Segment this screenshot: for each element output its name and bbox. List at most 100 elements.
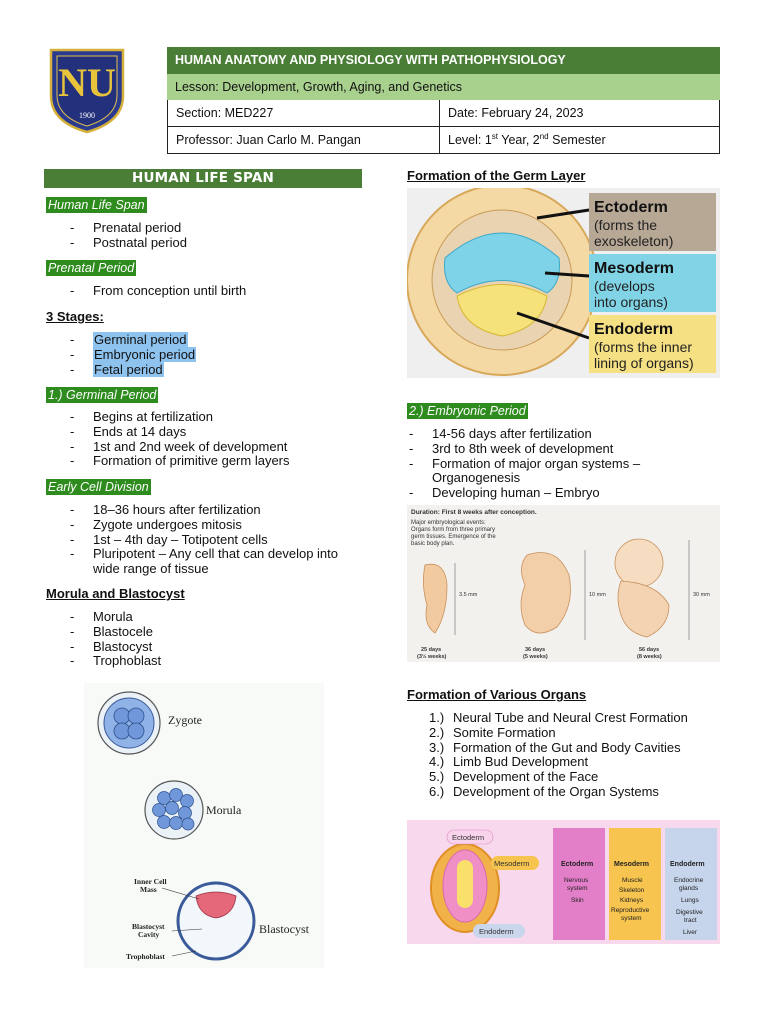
svg-text:(forms the inner: (forms the inner [594, 339, 692, 355]
svg-text:3.5 mm: 3.5 mm [459, 592, 478, 598]
svg-text:Mesoderm: Mesoderm [494, 859, 529, 868]
bullet-list: Begins at fertilization Ends at 14 days … [46, 409, 290, 469]
svg-text:Reproductive: Reproductive [611, 907, 650, 914]
list-item: Trophoblast [46, 654, 161, 669]
level-cell: Level: 1st Year, 2nd Semester [448, 131, 606, 147]
svg-text:(3½ weeks): (3½ weeks) [417, 653, 447, 660]
svg-text:Mesoderm: Mesoderm [614, 861, 649, 868]
svg-text:(forms the: (forms the [594, 217, 657, 233]
svg-text:Organs form from three primary: Organs form from three primary [411, 527, 495, 533]
svg-text:Muscle: Muscle [622, 877, 643, 884]
list-item: 1.)Neural Tube and Neural Crest Formatio… [429, 710, 688, 725]
list-item: 1st and 2nd week of development [46, 439, 290, 455]
list-item: Blastocyst [46, 639, 161, 655]
list-item: 1st – 4th day – Totipotent cells [46, 532, 338, 548]
section-cell: Section: MED227 [168, 100, 440, 126]
subheading-tag: 1.) Germinal Period [46, 387, 159, 403]
list-item: Pluripotent – Any cell that can develop … [46, 547, 338, 562]
svg-text:25 days: 25 days [421, 647, 441, 653]
list-item: Ends at 14 days [46, 424, 290, 440]
svg-text:Endocrine: Endocrine [674, 877, 704, 884]
svg-text:(8 weeks): (8 weeks) [637, 654, 662, 660]
svg-text:Major embryological events:: Major embryological events: [411, 520, 486, 526]
list-item-continued: Organogenesis [432, 470, 521, 486]
svg-text:30 mm: 30 mm [693, 592, 710, 598]
bullet-list: 14-56 days after fertilization 3rd to 8t… [385, 426, 723, 501]
list-item: 14-56 days after fertilization [385, 426, 723, 442]
svg-text:Morula: Morula [206, 803, 242, 817]
zygote-morula-blastocyst-diagram: Zygote Morula Blastocyst Inner Cell Mass… [84, 683, 324, 968]
professor-cell: Professor: Juan Carlo M. Pangan [168, 127, 440, 153]
list-item: Formation of major organ systems – [385, 456, 723, 472]
organs-heading: Formation of Various Organs [407, 687, 587, 702]
svg-text:lining of organs): lining of organs) [594, 355, 694, 371]
svg-text:Endoderm: Endoderm [594, 321, 673, 338]
subheading-tag: Human Life Span [46, 197, 147, 213]
svg-text:Kidneys: Kidneys [620, 897, 644, 904]
bullet-list: Germinal period Embryonic period Fetal p… [46, 332, 197, 378]
svg-text:germ tissues. Emergence of the: germ tissues. Emergence of the [411, 534, 496, 540]
list-item: From conception until birth [46, 283, 246, 299]
list-item: Zygote undergoes mitosis [46, 517, 338, 533]
svg-text:system: system [621, 915, 642, 922]
university-logo-crest: NU 1900 [49, 48, 125, 134]
bullet-list: Prenatal period Postnatal period [46, 220, 187, 251]
bullet-list: Morula Blastocele Blastocyst Trophoblast [46, 609, 161, 669]
svg-text:basic body plan.: basic body plan. [411, 541, 455, 547]
svg-text:Nervous: Nervous [564, 877, 589, 884]
svg-text:exoskeleton): exoskeleton) [594, 233, 673, 249]
svg-text:Ectoderm: Ectoderm [452, 833, 484, 842]
svg-text:Mesoderm: Mesoderm [594, 260, 674, 277]
lesson-title: Lesson: Development, Growth, Aging, and … [167, 74, 720, 100]
list-item: Begins at fertilization [46, 409, 290, 425]
svg-text:Ectoderm: Ectoderm [594, 199, 668, 216]
list-item: 5.)Development of the Face [429, 769, 599, 785]
list-item-continued: wide range of tissue [93, 561, 209, 577]
svg-text:36 days: 36 days [525, 647, 545, 653]
list-item: Prenatal period [46, 220, 187, 236]
list-item: 18–36 hours after fertilization [46, 502, 338, 518]
svg-text:into organs): into organs) [594, 294, 668, 310]
svg-text:Endoderm: Endoderm [479, 927, 514, 936]
bullet-list: 18–36 hours after fertilization Zygote u… [46, 502, 338, 577]
course-title: HUMAN ANATOMY AND PHYSIOLOGY WITH PATHOP… [167, 47, 720, 74]
svg-text:Liver: Liver [683, 929, 698, 936]
subheading-tag: Early Cell Division [46, 479, 151, 495]
list-item: Blastocele [46, 624, 161, 640]
svg-text:10 mm: 10 mm [589, 592, 606, 598]
svg-text:glands: glands [679, 885, 699, 892]
svg-text:1900: 1900 [79, 111, 95, 120]
germ-layer-diagram: Ectoderm (forms the exoskeleton) Mesoder… [407, 188, 720, 378]
list-item: Formation of primitive germ layers [46, 454, 290, 469]
svg-text:Mass: Mass [140, 885, 157, 894]
svg-text:Endoderm: Endoderm [670, 861, 705, 868]
list-item: 3rd to 8th week of development [385, 441, 723, 457]
list-item: 2.)Somite Formation [429, 724, 556, 740]
section-banner: HUMAN LIFE SPAN [44, 169, 362, 188]
list-item: Embryonic period [46, 346, 197, 363]
list-item: Developing human – Embryo [385, 485, 723, 501]
svg-text:Digestive: Digestive [676, 909, 703, 916]
list-item: Postnatal period [46, 235, 187, 251]
list-item: Fetal period [46, 361, 196, 378]
bullet-list: From conception until birth [46, 283, 246, 299]
svg-text:Duration: First 8 weeks after: Duration: First 8 weeks after conception… [411, 509, 537, 516]
svg-text:system: system [567, 885, 588, 892]
organs-list: 1.)Neural Tube and Neural Crest Formatio… [429, 710, 688, 800]
subheading-tag: Prenatal Period [46, 260, 137, 276]
svg-text:NU: NU [58, 60, 116, 105]
germ-layer-derivatives-image: Ectoderm Mesoderm Endoderm Ectoderm Nerv… [407, 820, 720, 944]
list-item: 4.)Limb Bud Development [429, 754, 589, 770]
svg-text:Inner Cell: Inner Cell [134, 877, 167, 886]
svg-text:Lungs: Lungs [681, 897, 699, 904]
header-row-professor: Professor: Juan Carlo M. Pangan Level: 1… [167, 127, 720, 154]
list-item: Morula [46, 609, 161, 625]
svg-text:(5 weeks): (5 weeks) [523, 654, 548, 660]
morula-heading: Morula and Blastocyst [46, 586, 185, 601]
stages-heading: 3 Stages: [46, 309, 104, 324]
list-item: 3.)Formation of the Gut and Body Cavitie… [429, 739, 681, 755]
svg-text:Blastocyst: Blastocyst [132, 922, 165, 931]
subheading-tag: 2.) Embryonic Period [407, 403, 528, 419]
svg-text:Cavity: Cavity [138, 930, 159, 939]
embryo-development-image: Duration: First 8 weeks after conception… [407, 505, 720, 662]
